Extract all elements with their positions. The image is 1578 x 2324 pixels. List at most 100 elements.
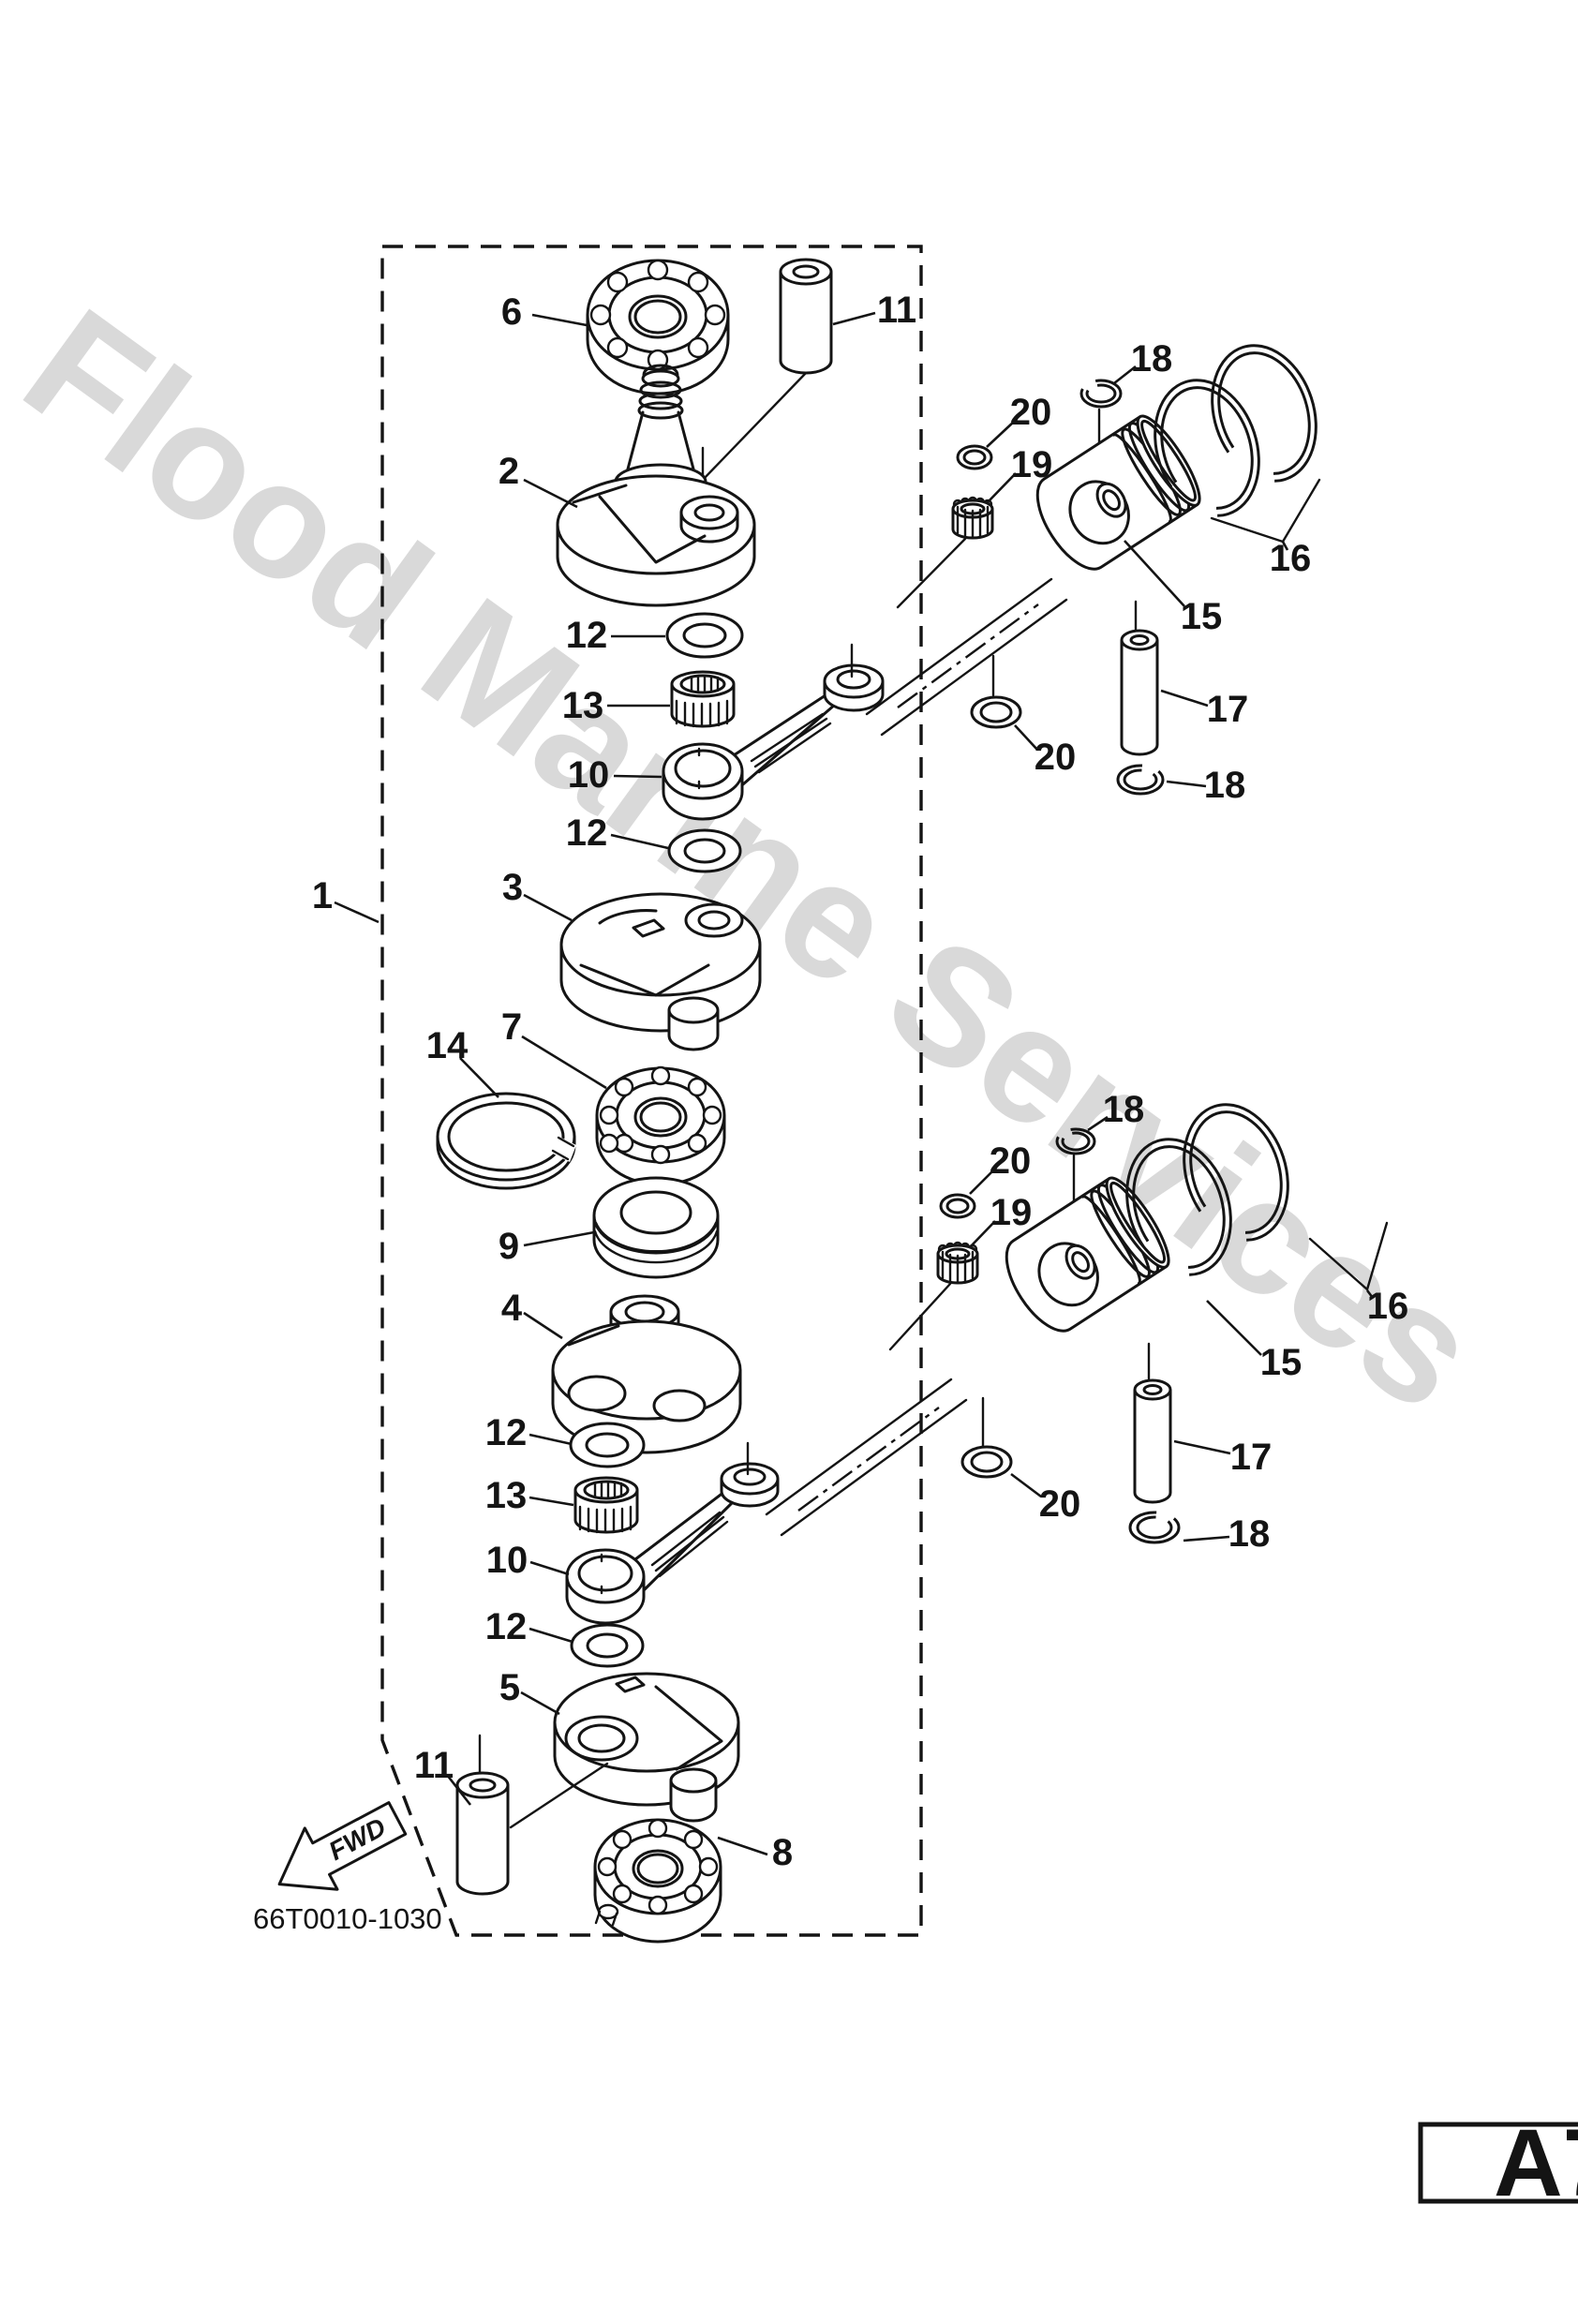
piston-pin-17-b bbox=[1133, 1342, 1172, 1504]
washer-12-c bbox=[569, 1422, 646, 1468]
callout-leader-14 bbox=[459, 1057, 499, 1098]
ball-bearing-7 bbox=[595, 1065, 726, 1186]
crank-web-3 bbox=[559, 892, 762, 1051]
callout-leader-5 bbox=[520, 1691, 560, 1716]
connecting-rod-10-a bbox=[662, 643, 885, 821]
drawing-code: 66T0010-1030 bbox=[253, 1902, 442, 1935]
piston-rings-16-b bbox=[1125, 1103, 1389, 1291]
callout-leader-16 bbox=[1365, 1289, 1375, 1299]
callout-10: 10 bbox=[486, 1540, 528, 1581]
callout-leader-12 bbox=[528, 1433, 573, 1446]
callout-2: 2 bbox=[499, 451, 519, 492]
callout-leader-19 bbox=[969, 1220, 996, 1248]
callout-1: 1 bbox=[312, 875, 333, 916]
callout-15: 15 bbox=[1181, 596, 1223, 637]
callout-18: 18 bbox=[1228, 1513, 1271, 1555]
callout-20: 20 bbox=[1010, 392, 1052, 433]
callout-7: 7 bbox=[501, 1006, 522, 1048]
crank-web-5 bbox=[553, 1672, 740, 1823]
callout-3: 3 bbox=[502, 867, 523, 908]
callout-leader-18 bbox=[1166, 780, 1207, 788]
callout-17: 17 bbox=[1230, 1437, 1273, 1478]
callout-leader-20 bbox=[986, 420, 1016, 448]
callout-20: 20 bbox=[1035, 737, 1077, 778]
ball-bearing-8 bbox=[593, 1818, 722, 1944]
page-code: A7 bbox=[1494, 2109, 1578, 2216]
callout-leader-20 bbox=[1014, 724, 1038, 751]
callout-4: 4 bbox=[501, 1288, 523, 1329]
callout-19: 19 bbox=[1011, 444, 1053, 485]
washer-20-a bbox=[956, 444, 993, 470]
washer-20-d bbox=[960, 1396, 1013, 1479]
callout-16: 16 bbox=[1270, 538, 1312, 579]
washer-12-a bbox=[665, 612, 744, 659]
callout-19: 19 bbox=[990, 1192, 1033, 1233]
callout-leader-18 bbox=[1183, 1535, 1230, 1542]
piston-pin-17-a bbox=[1120, 600, 1159, 756]
callout-leader-12 bbox=[528, 1627, 573, 1644]
callout-leader-20 bbox=[1010, 1472, 1042, 1498]
callout-leader-4 bbox=[523, 1311, 563, 1340]
callout-leader-20 bbox=[969, 1169, 995, 1195]
callout-10: 10 bbox=[568, 754, 610, 796]
washer-12-d bbox=[570, 1623, 645, 1668]
callout-leader-8 bbox=[717, 1836, 768, 1856]
callout-leader-11 bbox=[832, 311, 876, 326]
callout-8: 8 bbox=[772, 1832, 793, 1873]
circlip-18-d bbox=[1128, 1511, 1181, 1544]
callout-16: 16 bbox=[1367, 1286, 1409, 1327]
washer-20-b bbox=[970, 654, 1022, 729]
callout-9: 9 bbox=[499, 1226, 519, 1267]
callout-leader-18 bbox=[1087, 1115, 1109, 1132]
fwd-arrow: FWD bbox=[277, 1801, 408, 1891]
callout-leader-17 bbox=[1173, 1439, 1231, 1455]
callout-11: 11 bbox=[414, 1745, 454, 1786]
piston-15-a bbox=[1035, 414, 1201, 571]
callout-12: 12 bbox=[566, 812, 608, 854]
callout-14: 14 bbox=[426, 1025, 469, 1066]
page-code-box: A7 bbox=[1418, 2109, 1578, 2216]
callout-11: 11 bbox=[877, 290, 916, 331]
callout-leader-15 bbox=[1206, 1300, 1262, 1356]
callout-leader-10 bbox=[613, 774, 662, 779]
callout-18: 18 bbox=[1131, 338, 1173, 380]
callout-leader-10 bbox=[529, 1560, 570, 1576]
callout-18: 18 bbox=[1204, 765, 1246, 806]
callout-leader-16 bbox=[1281, 541, 1289, 551]
collar-11-top bbox=[701, 258, 833, 513]
callout-leader-6 bbox=[531, 313, 588, 327]
callout-leader-7 bbox=[521, 1035, 607, 1090]
ball-bearing-6 bbox=[586, 259, 730, 395]
watermark-text: Flood Marine Services bbox=[0, 275, 1509, 1446]
callout-15: 15 bbox=[1260, 1342, 1303, 1383]
washer-20-c bbox=[939, 1193, 976, 1219]
callout-leader-18 bbox=[1113, 365, 1137, 385]
connecting-rod-10-b bbox=[565, 1441, 780, 1625]
callout-leader-15 bbox=[1124, 540, 1185, 607]
callout-17: 17 bbox=[1207, 689, 1249, 730]
callout-12: 12 bbox=[485, 1606, 528, 1647]
circlip-18-b bbox=[1116, 764, 1165, 796]
callout-leader-17 bbox=[1160, 689, 1209, 708]
piston-15-b bbox=[1005, 1176, 1170, 1333]
crank-web-2 bbox=[556, 364, 756, 607]
piston-rings-16-a bbox=[1154, 344, 1321, 544]
callout-5: 5 bbox=[499, 1667, 520, 1708]
callout-leader-2 bbox=[523, 478, 578, 509]
callout-20: 20 bbox=[1039, 1483, 1081, 1525]
collar-11-bottom bbox=[455, 1734, 609, 1896]
callout-6: 6 bbox=[501, 291, 522, 333]
callout-leader-1 bbox=[334, 901, 380, 924]
callout-leader-12 bbox=[610, 833, 669, 850]
small-end-bearing-19-b bbox=[888, 1241, 979, 1351]
callout-13: 13 bbox=[562, 685, 604, 726]
seal-collar-9 bbox=[592, 1176, 720, 1279]
small-end-bearing-19-a bbox=[896, 496, 994, 609]
callout-leader-9 bbox=[523, 1230, 595, 1247]
callout-leader-11 bbox=[445, 1774, 472, 1806]
needle-bearing-13-a bbox=[670, 670, 736, 728]
callout-20: 20 bbox=[990, 1140, 1032, 1182]
